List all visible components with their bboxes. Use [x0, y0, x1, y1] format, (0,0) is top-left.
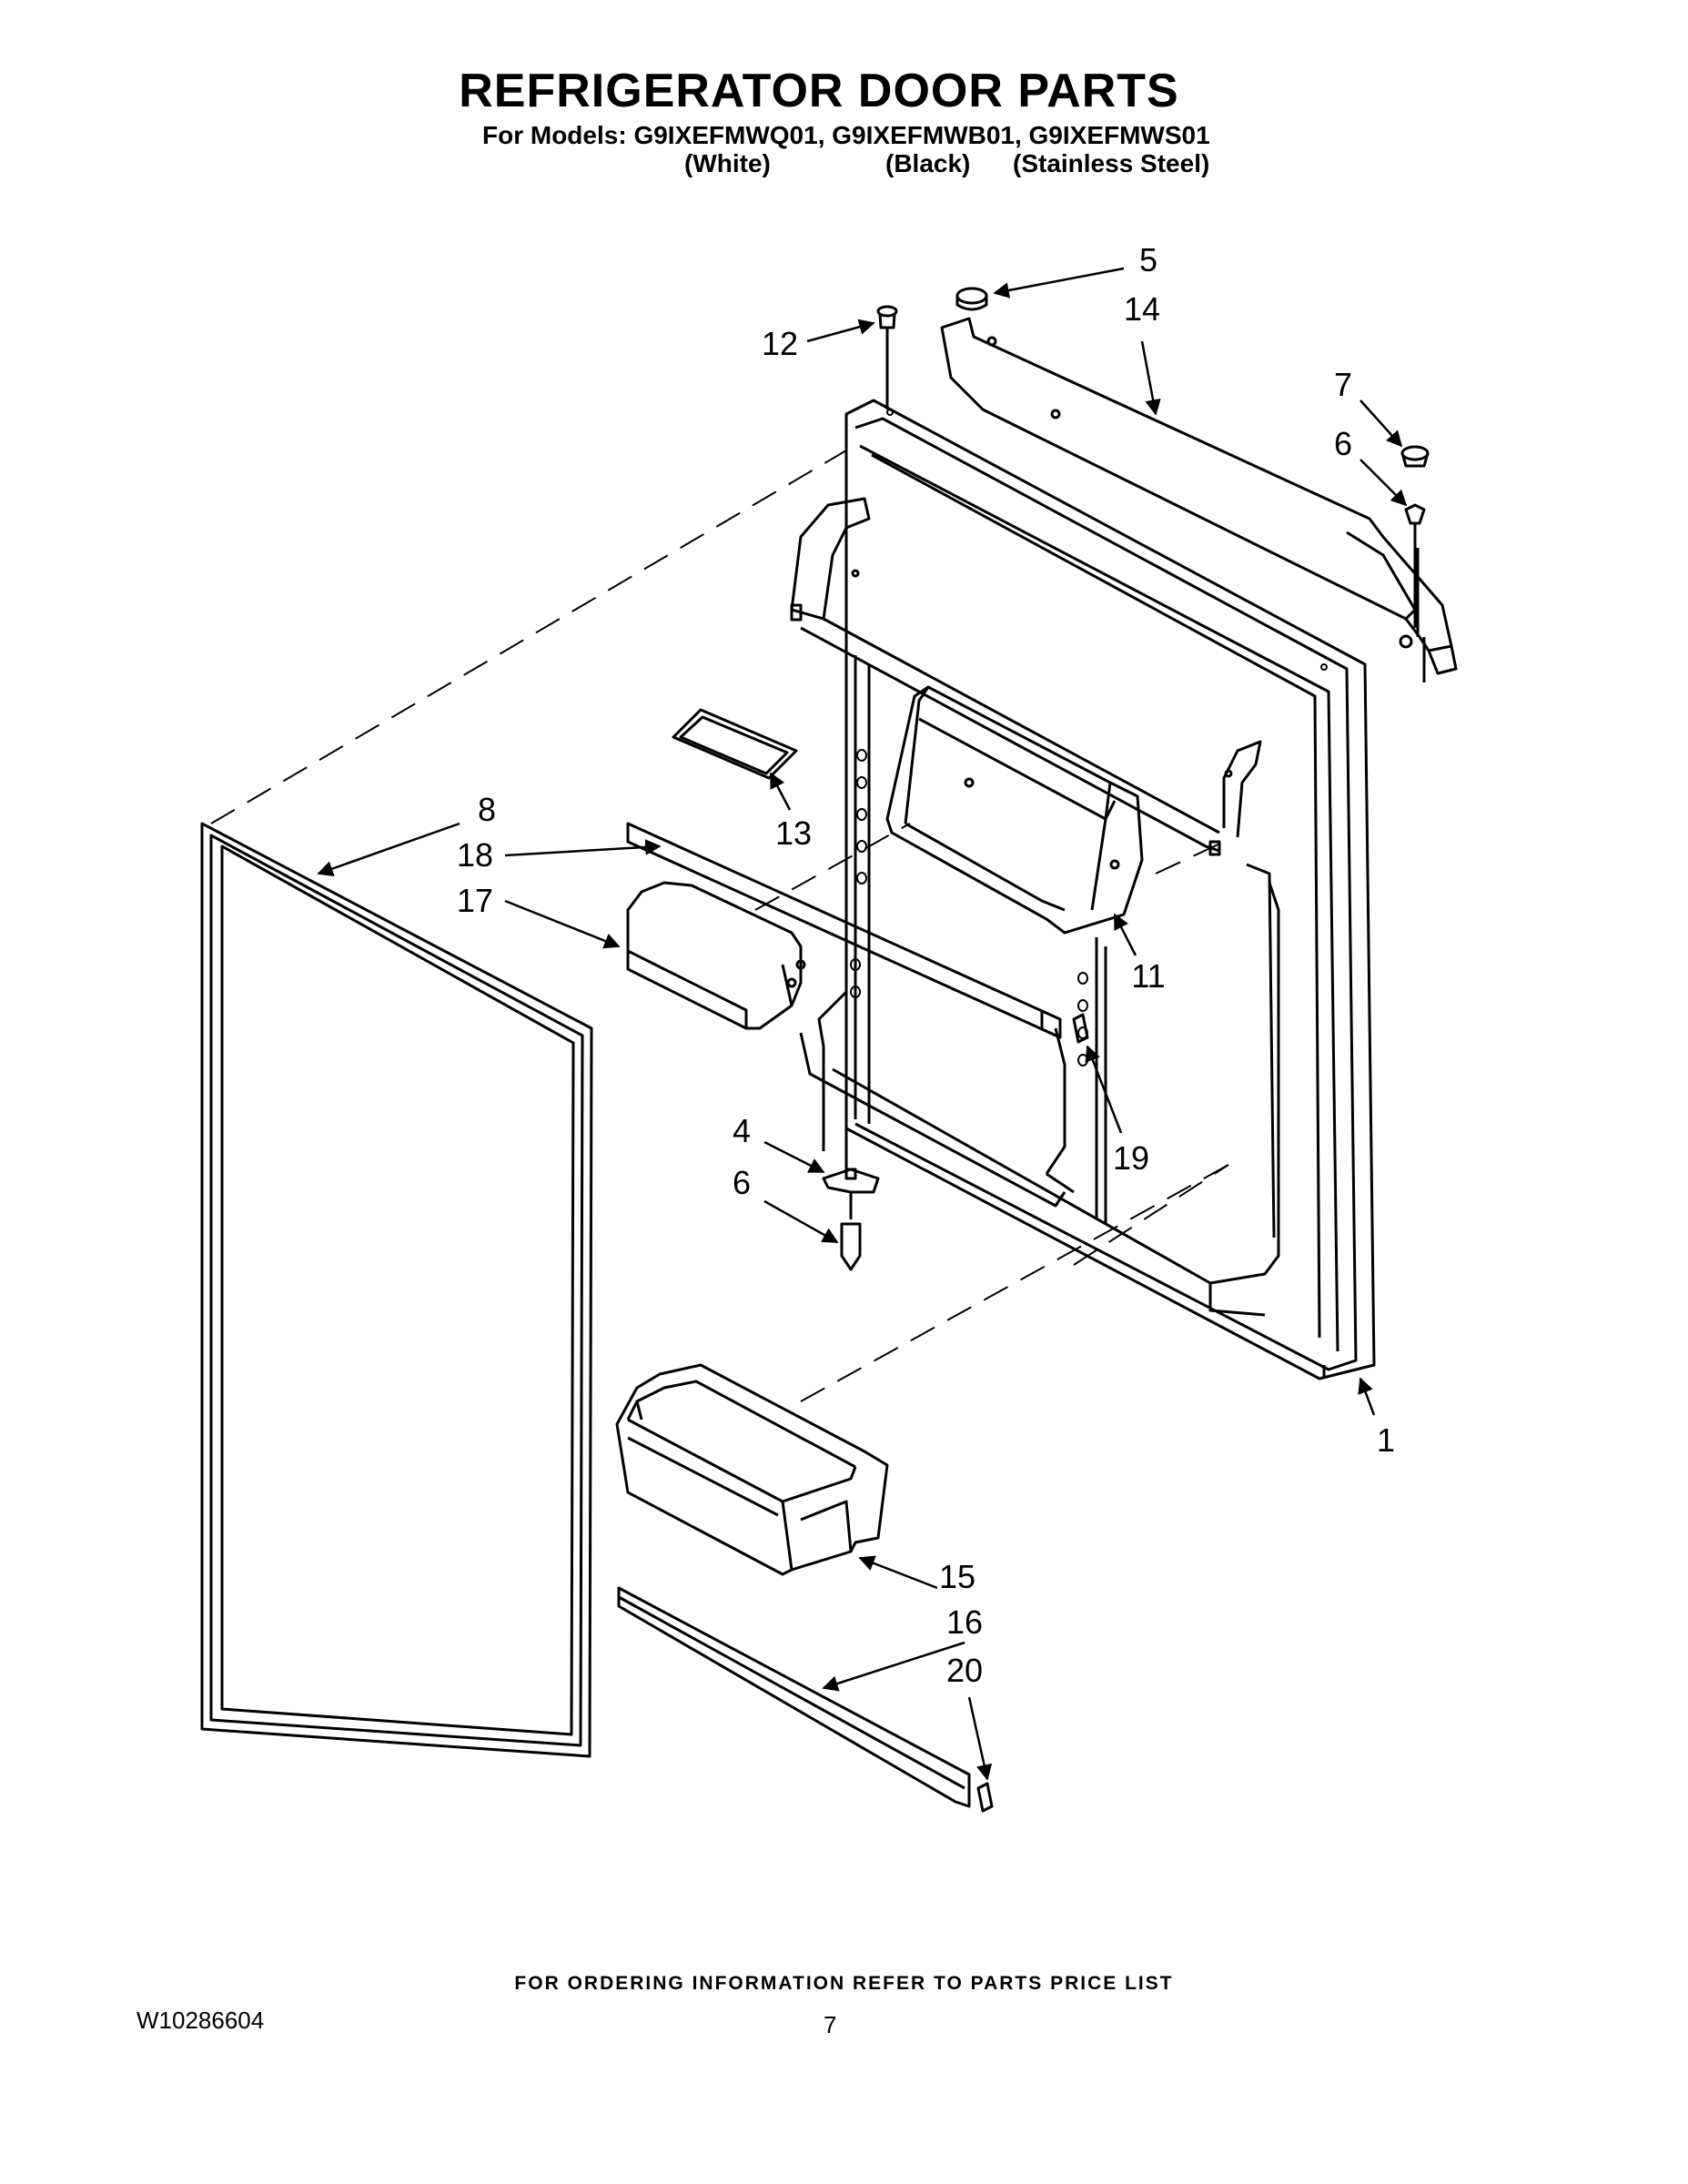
callout-12: 12	[762, 325, 798, 362]
page-title: REFRIGERATOR DOOR PARTS	[459, 65, 1179, 117]
callout-7: 7	[1334, 366, 1352, 403]
variant-stainless: (Stainless Steel)	[1013, 149, 1210, 177]
door-bin-11	[885, 685, 1144, 935]
models-line: For Models: G9IXEFMWQ01, G9IXEFMWB01, G9…	[482, 121, 1210, 149]
callout-18: 18	[457, 836, 493, 874]
callout-6-bottom: 6	[733, 1164, 751, 1201]
page-number: 7	[824, 2011, 837, 2038]
callout-17: 17	[457, 882, 493, 919]
callout-4: 4	[733, 1112, 751, 1149]
callout-1: 1	[1377, 1421, 1395, 1459]
end-cap-20	[976, 1782, 994, 1813]
shelf-holes	[850, 409, 1328, 1067]
hinge-bracket-4	[822, 1128, 880, 1194]
variant-black: (Black)	[885, 149, 971, 177]
callout-8: 8	[478, 791, 496, 828]
screw-12	[876, 305, 898, 410]
door-stop-14	[940, 317, 1458, 682]
variant-white: (White)	[684, 149, 771, 177]
callout-13: 13	[775, 814, 812, 852]
callout-14: 14	[1124, 290, 1160, 328]
callout-6-top: 6	[1334, 425, 1352, 462]
assembly-guides	[210, 450, 1229, 1402]
trim-strip-16	[617, 1586, 971, 1808]
lid-13	[672, 708, 798, 780]
dairy-bin-17	[626, 881, 806, 1030]
ordering-note: FOR ORDERING INFORMATION REFER TO PARTS …	[514, 1973, 1174, 1994]
callout-5: 5	[1139, 241, 1157, 278]
trim-strip-18	[626, 822, 1062, 1039]
callout-20: 20	[946, 1652, 983, 1689]
door-liner	[799, 399, 1376, 1380]
upper-shelf	[790, 497, 1262, 856]
callout-11: 11	[1131, 957, 1165, 995]
document-number: W10286604	[136, 2007, 265, 2034]
callout-15: 15	[939, 1558, 975, 1595]
cap-7	[1400, 445, 1430, 468]
callout-19: 19	[1113, 1139, 1149, 1177]
screw-6-bottom	[840, 1192, 862, 1271]
door-gasket	[200, 822, 593, 1758]
plug-5	[955, 287, 988, 311]
screw-6-top	[1404, 503, 1426, 628]
callout-16: 16	[946, 1603, 983, 1641]
door-bin-15	[615, 1363, 889, 1576]
clip-19	[1072, 1013, 1089, 1044]
